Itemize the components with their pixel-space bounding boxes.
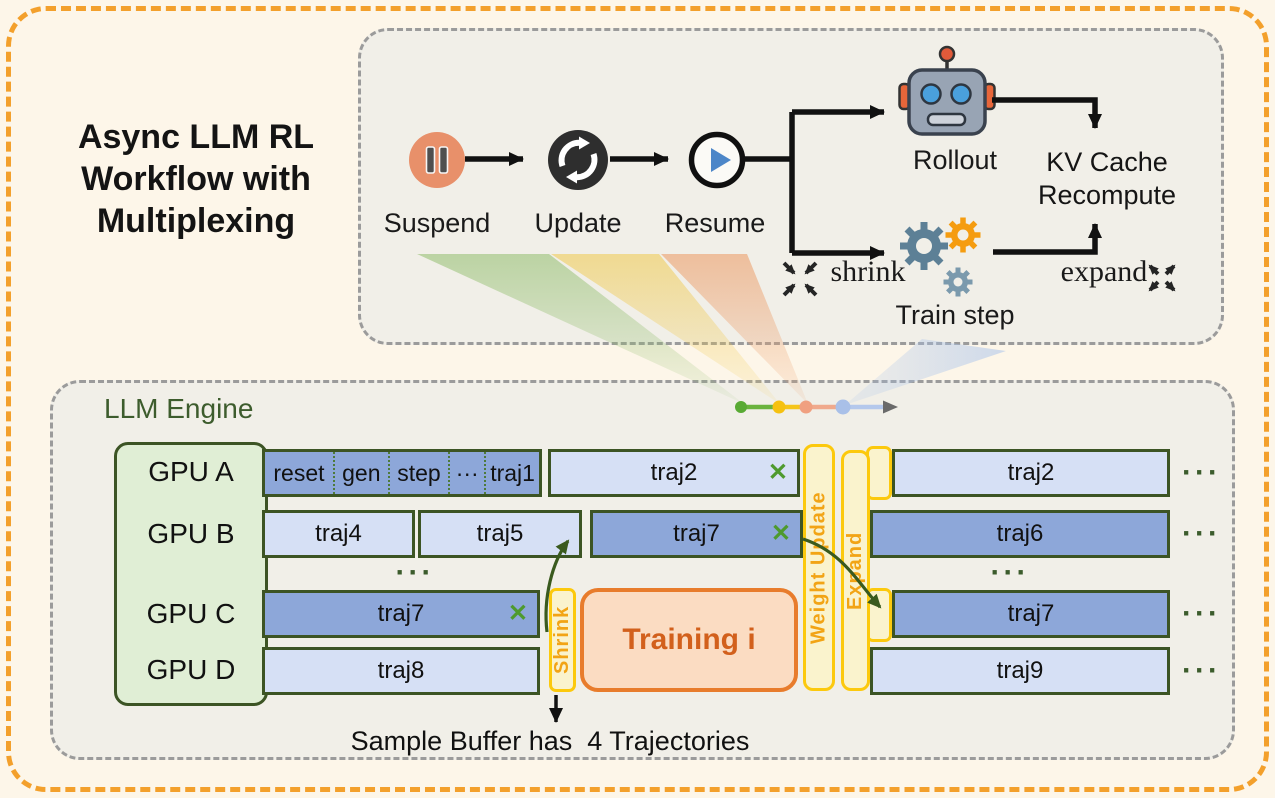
evict-cross-icon: ✕ [507,600,528,627]
title-line-2: Workflow with [81,160,311,198]
expand-bar-label: Expand [844,531,866,610]
gpu-b-traj7-bar: traj7 ✕ [590,510,803,558]
expand-arrows-icon [1148,264,1176,292]
bar-label: traj5 [476,520,524,547]
training-box: Training i [580,588,798,692]
bar-label: traj8 [377,657,425,684]
rollout-label: Rollout [912,145,998,175]
gpu-a-traj2-resumed-bar: traj2 [892,449,1170,497]
gpu-d-label: GPU D [146,654,236,685]
row-c-ellipsis: ··· [1182,597,1221,630]
shrink-bar-label: Shrink [551,605,573,675]
outer-dashed-border [6,6,1269,792]
gpu-d-traj8-bar: traj8 [262,647,540,695]
gpu-a-label: GPU A [148,456,234,487]
evict-cross-icon: ✕ [770,520,791,547]
pause-icon [409,132,465,188]
kv-line-2: Recompute [1037,180,1177,210]
gpu-c-traj7-resumed-bar: traj7 [892,590,1170,638]
row-d-ellipsis: ··· [1182,654,1221,687]
segment-reset: reset [273,459,325,486]
bar-label: traj7 [1007,600,1055,627]
shrink-arrows-icon [782,261,818,297]
gpu-a-segmented-bar: reset gen step ··· traj1 [262,449,542,497]
expand-label: expand [1060,255,1148,288]
bar-label: traj7 [377,600,425,627]
kv-line-1: KV Cache [1046,147,1168,177]
gpu-b-traj6-bar: traj6 [870,510,1170,558]
play-icon [688,131,746,189]
bar-label: traj4 [315,520,362,547]
gpu-a-traj2-bar: traj2 ✕ [548,449,800,497]
shrink-bar: Shrink [549,588,576,692]
title-line-1: Async LLM RL [77,118,315,156]
bar-label: traj7 [673,520,720,547]
suspend-label: Suspend [383,208,491,238]
weight-update-bar-label: Weight Update [807,491,830,644]
title-line-3: Multiplexing [96,202,296,240]
sample-buffer-caption: Sample Buffer has 4 Trajectories [350,726,750,756]
row-a-ellipsis: ··· [1182,456,1221,489]
expand-bar: Expand [841,450,870,691]
bar-label: traj2 [650,459,698,486]
resume-label: Resume [664,208,766,238]
bar-label: traj9 [996,657,1044,684]
gpu-c-label: GPU C [146,598,236,629]
evict-cross-icon: ✕ [767,459,788,486]
llm-engine-title: LLM Engine [104,393,254,424]
segment-dots: ··· [448,452,484,494]
train-step-label: Train step [895,300,1015,330]
update-label: Update [534,208,622,238]
row-b-ellipsis: ··· [1182,517,1221,550]
shrink-label: shrink [830,255,906,288]
gpu-d-traj9-bar: traj9 [870,647,1170,695]
mid-right-ellipsis: ··· [990,556,1030,589]
gpu-c-traj7-bar: traj7 ✕ [262,590,540,638]
page-title: Async LLM RL Workflow with Multiplexing [44,116,348,242]
segment-traj1: traj1 [484,452,539,494]
gpu-list-box [114,442,268,706]
mid-left-ellipsis: ··· [395,556,435,589]
bar-label: traj2 [1007,459,1055,486]
gpu-b-traj4-bar: traj4 [262,510,415,558]
gpu-b-label: GPU B [147,518,235,549]
segment-step: step [387,452,448,494]
weight-update-bar: Weight Update [803,444,835,691]
kv-cache-recompute-label: KV Cache Recompute [1022,146,1192,212]
robot-icon [898,45,996,136]
sync-icon [548,130,608,190]
gpu-b-traj5-bar: traj5 [418,510,582,558]
gears-icon [900,217,981,297]
bar-label: traj6 [996,520,1044,547]
segment-gen: gen [332,452,388,494]
